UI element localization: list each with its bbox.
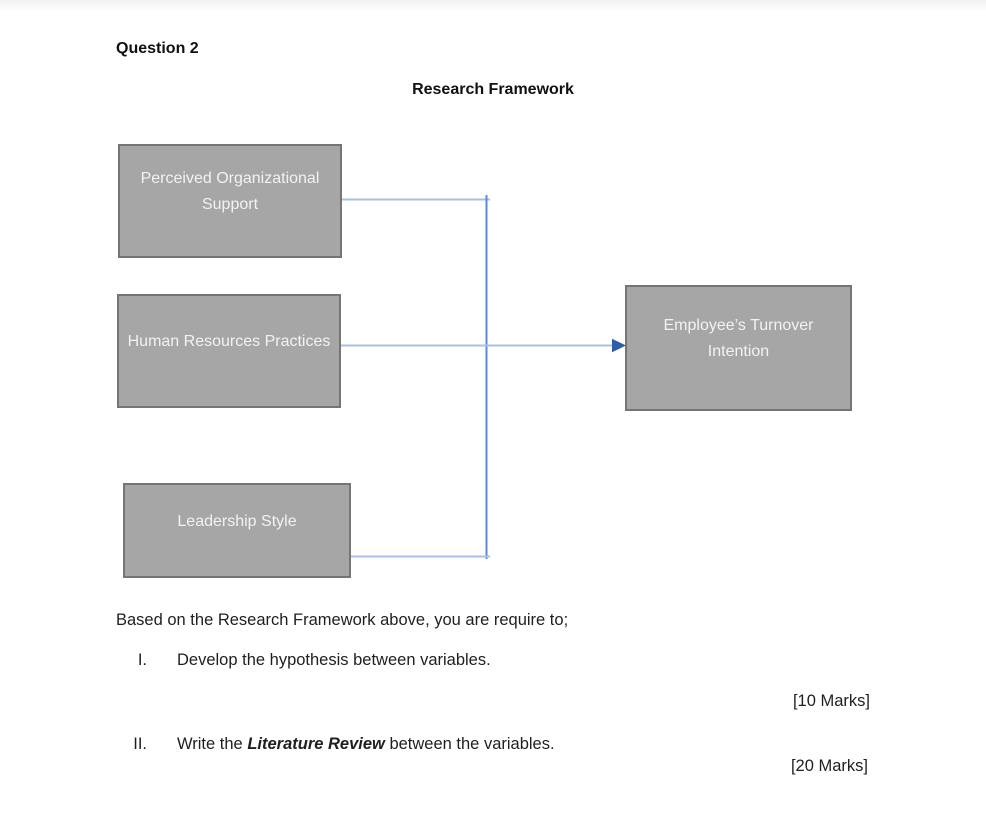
task-2-text-suffix: between the variables. <box>384 735 555 753</box>
question-heading: Question 2 <box>116 40 199 57</box>
task-item-1: I. Develop the hypothesis between variabl… <box>116 651 491 670</box>
task-2-marks: [20 Marks] <box>790 757 868 775</box>
box-leadership-style: Leadership Style <box>123 483 351 578</box>
diagram-title: Research Framework <box>412 81 574 98</box>
task-1-numeral: I. <box>137 651 147 669</box>
task-1-marks: [10 Marks] <box>792 692 870 710</box>
task-item-2: II. Write the Literature Review between t… <box>116 735 555 754</box>
page-top-shadow <box>0 0 986 11</box>
box-label-employees-turnover-intention: Employee’s Turnover Intention <box>663 317 814 360</box>
box-human-resources-practices: Human Resources Practices <box>117 294 341 408</box>
box-label-perceived-organizational-support: Perceived Organizational Support <box>140 170 320 213</box>
box-perceived-organizational-support: Perceived Organizational Support <box>118 144 342 258</box>
task-2-text-prefix: Write the <box>177 735 248 753</box>
task-1-text: Develop the hypothesis between variables… <box>177 651 491 669</box>
task-2-text-emphasis: Literature Review <box>247 735 385 753</box>
intro-text: Based on the Research Framework above, y… <box>116 611 569 629</box>
box-label-human-resources-practices: Human Resources Practices <box>127 333 331 350</box>
box-label-leadership-style: Leadership Style <box>177 512 297 530</box>
connector-arrowhead-icon <box>612 338 626 353</box>
box-employees-turnover-intention: Employee’s Turnover Intention <box>625 285 852 411</box>
task-2-text: Write the Literature Review between the … <box>177 735 555 753</box>
task-2-numeral: II. <box>133 735 147 753</box>
